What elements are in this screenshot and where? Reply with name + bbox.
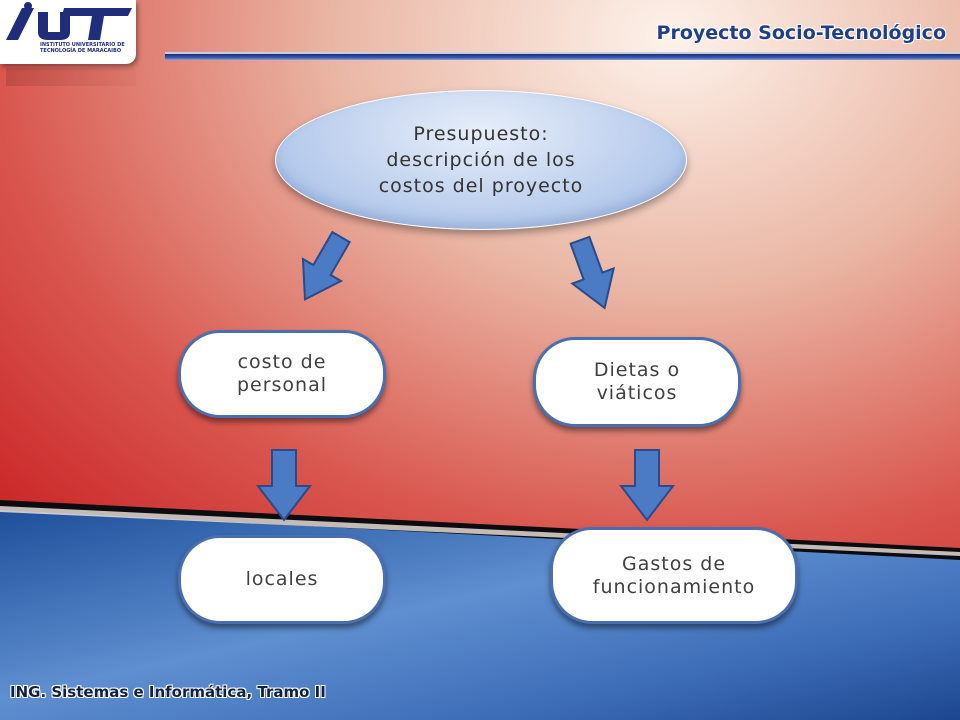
diagram-node-dietas-viaticos: Dietas o viáticos [533,337,741,427]
logo-text-line1: INSTITUTO UNIVERSITARIO DE [40,42,125,48]
arrow-root-to-dietas-viaticos [569,235,616,310]
diagram-node-costo-personal: costo de personal [178,330,386,418]
header-divider [165,54,960,60]
diagram-root-label: Presupuesto: descripción de los costos d… [378,123,584,197]
arrow-dietas-viaticos-to-gastos [618,449,676,522]
arrow-root-to-costo-personal [301,230,352,302]
iut-logo-mark-icon [6,2,132,40]
logo-shadow-band [6,68,136,86]
footer-program: ING. Sistemas e Informática, Tramo II [10,683,326,701]
diagram-node-gastos-funcionamiento: Gastos de funcionamiento [550,527,798,624]
header-divider-highlight [165,52,960,54]
diagram-node-label: Dietas o viáticos [593,359,681,404]
logo-text-line2: TECNOLOGÍA DE MARACAIBO [40,48,122,54]
diagram-root-presupuesto: Presupuesto: descripción de los costos d… [275,90,687,230]
institution-logo: INSTITUTO UNIVERSITARIO DE TECNOLOGÍA DE… [0,0,136,64]
arrow-costo-personal-to-locales [255,449,313,522]
diagram-node-label: Gastos de funcionamiento [592,552,756,598]
diagram-node-locales: locales [178,535,386,624]
logo-text: INSTITUTO UNIVERSITARIO DE TECNOLOGÍA DE… [40,42,125,54]
page-title: Proyecto Socio-Tecnológico [656,22,946,44]
diagram-node-label: locales [245,568,319,590]
diagram-node-label: costo de personal [236,351,328,396]
